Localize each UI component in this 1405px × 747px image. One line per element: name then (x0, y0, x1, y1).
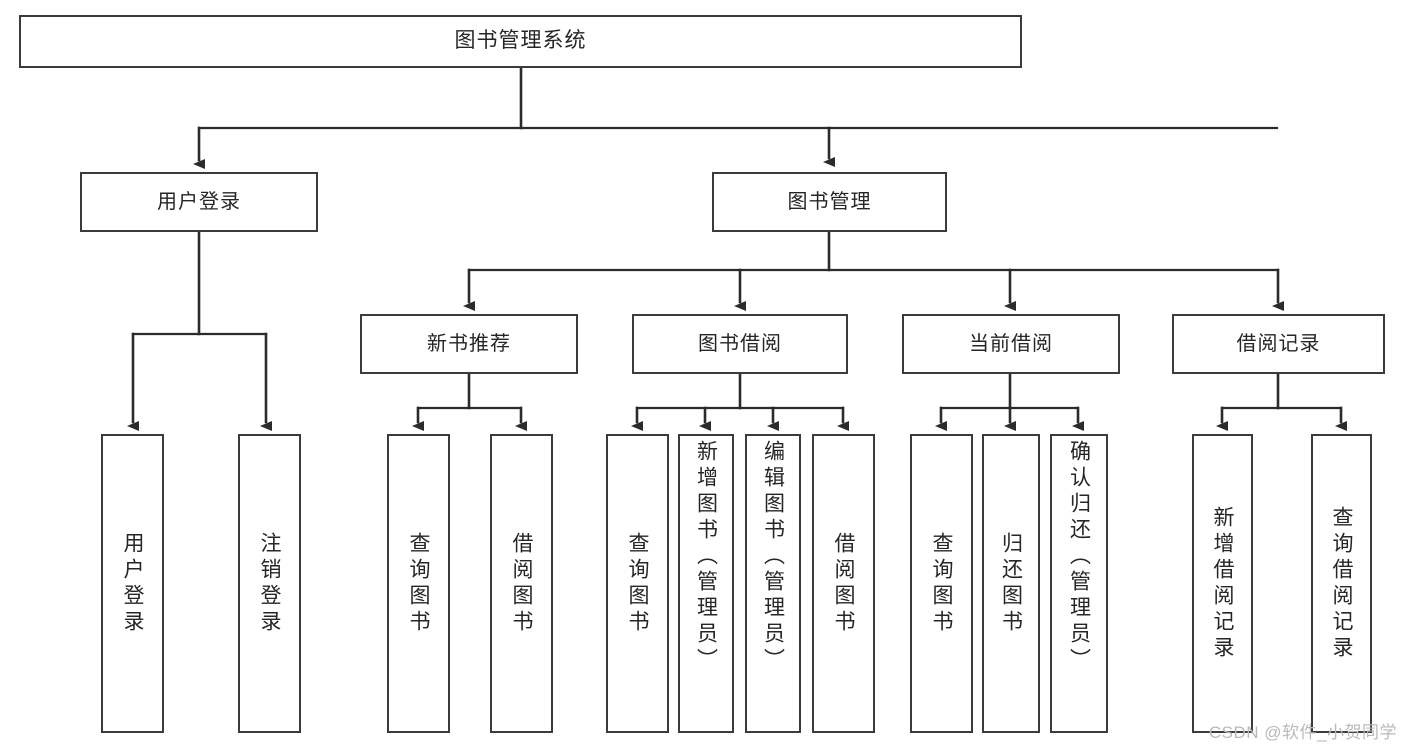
leaf-borrow-book[interactable]: 借阅图书 (812, 434, 875, 733)
node-label: 查询图书 (930, 531, 953, 636)
leaf-confirm-return-admin[interactable]: 确认归还（管理员） (1050, 434, 1108, 733)
node-label: 查询图书 (407, 531, 430, 636)
node-root-system[interactable]: 图书管理系统 (19, 15, 1022, 68)
node-label: 编辑图书（管理员） (761, 440, 785, 674)
node-label: 图书管理 (787, 190, 872, 213)
leaf-edit-book-admin[interactable]: 编辑图书（管理员） (745, 434, 801, 733)
node-label: 注销登录 (258, 531, 281, 636)
node-label: 确认归还（管理员） (1067, 440, 1091, 674)
leaf-query-book-recommend[interactable]: 查询图书 (387, 434, 450, 733)
leaf-user-login[interactable]: 用户登录 (101, 434, 164, 733)
leaf-add-borrow-record[interactable]: 新增借阅记录 (1192, 434, 1253, 733)
node-label: 当前借阅 (969, 332, 1053, 355)
leaf-add-book-admin[interactable]: 新增图书（管理员） (678, 434, 734, 733)
node-label: 归还图书 (999, 531, 1023, 636)
node-label: 用户登录 (121, 531, 144, 636)
node-borrow-record[interactable]: 借阅记录 (1172, 314, 1385, 374)
leaf-query-book-current[interactable]: 查询图书 (910, 434, 973, 733)
node-label: 借阅图书 (510, 531, 533, 636)
node-new-book-recommend[interactable]: 新书推荐 (360, 314, 578, 374)
node-label: 图书管理系统 (454, 29, 587, 53)
node-label: 查询图书 (626, 531, 649, 636)
node-current-borrow[interactable]: 当前借阅 (902, 314, 1120, 374)
node-label: 新增图书（管理员） (694, 440, 718, 674)
node-label: 图书借阅 (698, 332, 782, 355)
node-label: 查询借阅记录 (1330, 505, 1353, 662)
leaf-query-borrow-record[interactable]: 查询借阅记录 (1311, 434, 1372, 733)
leaf-borrow-book-recommend[interactable]: 借阅图书 (490, 434, 553, 733)
node-user-login[interactable]: 用户登录 (80, 172, 318, 232)
node-label: 新增借阅记录 (1211, 505, 1234, 662)
node-label: 借阅图书 (832, 531, 855, 636)
node-label: 用户登录 (157, 190, 241, 213)
node-label: 新书推荐 (427, 332, 511, 355)
csdn-watermark: CSDN @软件_小贺同学 (1208, 723, 1397, 742)
node-book-borrow[interactable]: 图书借阅 (632, 314, 848, 374)
leaf-return-book[interactable]: 归还图书 (982, 434, 1040, 733)
node-label: 借阅记录 (1236, 332, 1321, 355)
node-book-management[interactable]: 图书管理 (712, 172, 947, 232)
leaf-query-book-borrow[interactable]: 查询图书 (606, 434, 669, 733)
leaf-logout[interactable]: 注销登录 (238, 434, 301, 733)
